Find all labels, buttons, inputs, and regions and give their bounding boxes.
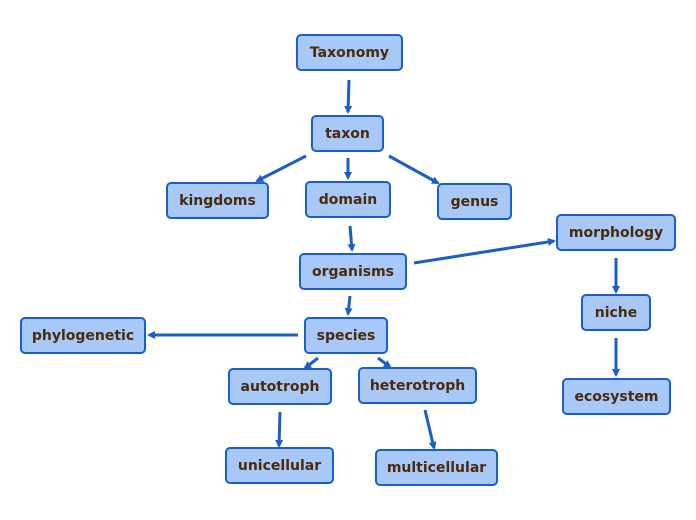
node-heterotroph[interactable]: heterotroph: [358, 367, 477, 404]
node-taxon[interactable]: taxon: [311, 115, 384, 152]
node-unicellular[interactable]: unicellular: [225, 447, 334, 484]
edge-organisms-morphology: [413, 237, 556, 265]
node-domain[interactable]: domain: [305, 181, 391, 218]
node-niche[interactable]: niche: [581, 294, 651, 331]
edge-domain-organisms: [347, 225, 356, 252]
node-genus[interactable]: genus: [437, 183, 512, 220]
edge-taxonomy-taxon: [344, 79, 353, 114]
edge-taxon-genus: [388, 154, 440, 185]
edge-species-heterotroph: [377, 356, 392, 369]
node-species[interactable]: species: [304, 317, 388, 354]
node-kingdoms[interactable]: kingdoms: [166, 182, 269, 219]
edge-organisms-species: [344, 295, 353, 316]
node-organisms[interactable]: organisms: [299, 253, 407, 290]
edge-taxon-kingdoms: [255, 154, 307, 183]
node-morphology[interactable]: morphology: [556, 214, 676, 251]
node-multicellular[interactable]: multicellular: [375, 449, 498, 486]
node-phylogenetic[interactable]: phylogenetic: [20, 317, 146, 354]
edge-species-autotroph: [303, 356, 319, 370]
node-autotroph[interactable]: autotroph: [228, 368, 332, 405]
node-taxonomy[interactable]: Taxonomy: [296, 34, 403, 71]
node-ecosystem[interactable]: ecosystem: [562, 378, 671, 415]
edge-heterotroph-multicellular: [423, 409, 437, 450]
edge-autotroph-unicellular: [275, 411, 284, 448]
